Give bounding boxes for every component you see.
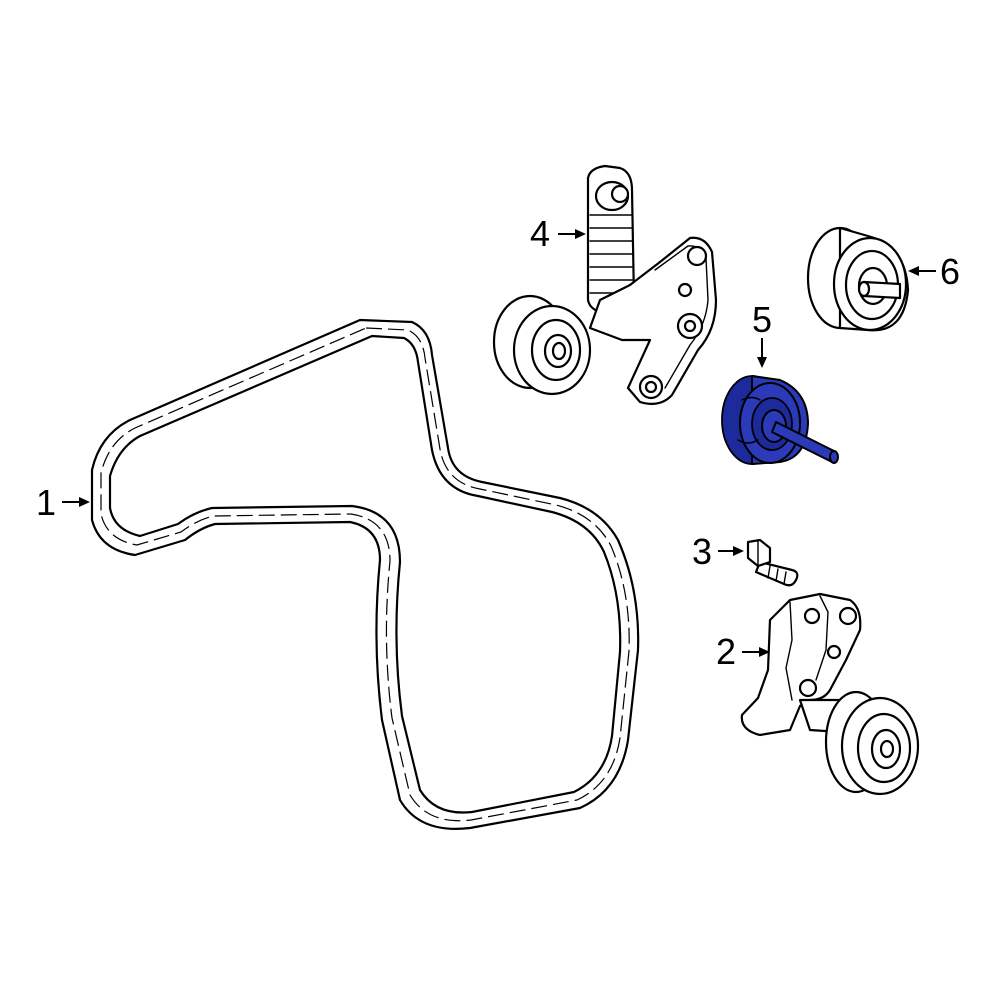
idler-pulley[interactable] bbox=[806, 226, 910, 332]
callout-5: 5 bbox=[752, 299, 772, 368]
belt-tensioner-lower[interactable] bbox=[740, 592, 920, 796]
callout-1: 1 bbox=[36, 482, 90, 523]
callout-label-1: 1 bbox=[36, 482, 56, 523]
idler-pulley-highlighted[interactable] bbox=[721, 375, 839, 465]
callout-label-3: 3 bbox=[692, 531, 712, 572]
callout-label-6: 6 bbox=[940, 251, 960, 292]
callout-3: 3 bbox=[692, 531, 744, 572]
serpentine-belt[interactable] bbox=[90, 318, 640, 830]
callout-label-4: 4 bbox=[530, 213, 550, 254]
callout-2: 2 bbox=[716, 631, 770, 672]
callout-label-5: 5 bbox=[752, 299, 772, 340]
callout-label-2: 2 bbox=[716, 631, 736, 672]
belt-tensioner-upper[interactable] bbox=[492, 164, 718, 405]
callout-6: 6 bbox=[908, 251, 960, 292]
bolt[interactable] bbox=[746, 538, 799, 587]
callout-4: 4 bbox=[530, 213, 586, 254]
